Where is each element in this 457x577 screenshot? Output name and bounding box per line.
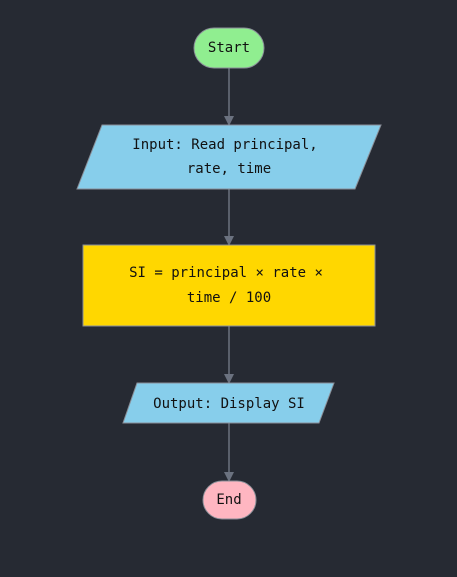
input-node-label-line-1: Input: Read principal,: [132, 137, 317, 153]
process-node: SI = principal × rate × time / 100: [82, 244, 376, 327]
start-node-shape: [193, 27, 265, 69]
output-node-label: Output: Display SI: [153, 396, 305, 412]
process-node-shape: [82, 244, 376, 327]
output-node: Output: Display SI: [122, 382, 335, 424]
output-node-shape: [122, 382, 335, 424]
process-node-label-line-1: SI = principal × rate ×: [129, 265, 323, 281]
input-node-label-line-2: rate, time: [187, 161, 271, 177]
start-node-label: Start: [208, 40, 250, 56]
end-node-shape: [202, 480, 257, 520]
start-node: Start: [193, 27, 265, 69]
input-node-shape: [76, 124, 382, 190]
input-node: Input: Read principal, rate, time: [76, 124, 382, 190]
end-node: End: [202, 480, 257, 520]
end-node-label: End: [216, 492, 241, 508]
process-node-label-line-2: time / 100: [187, 290, 271, 306]
